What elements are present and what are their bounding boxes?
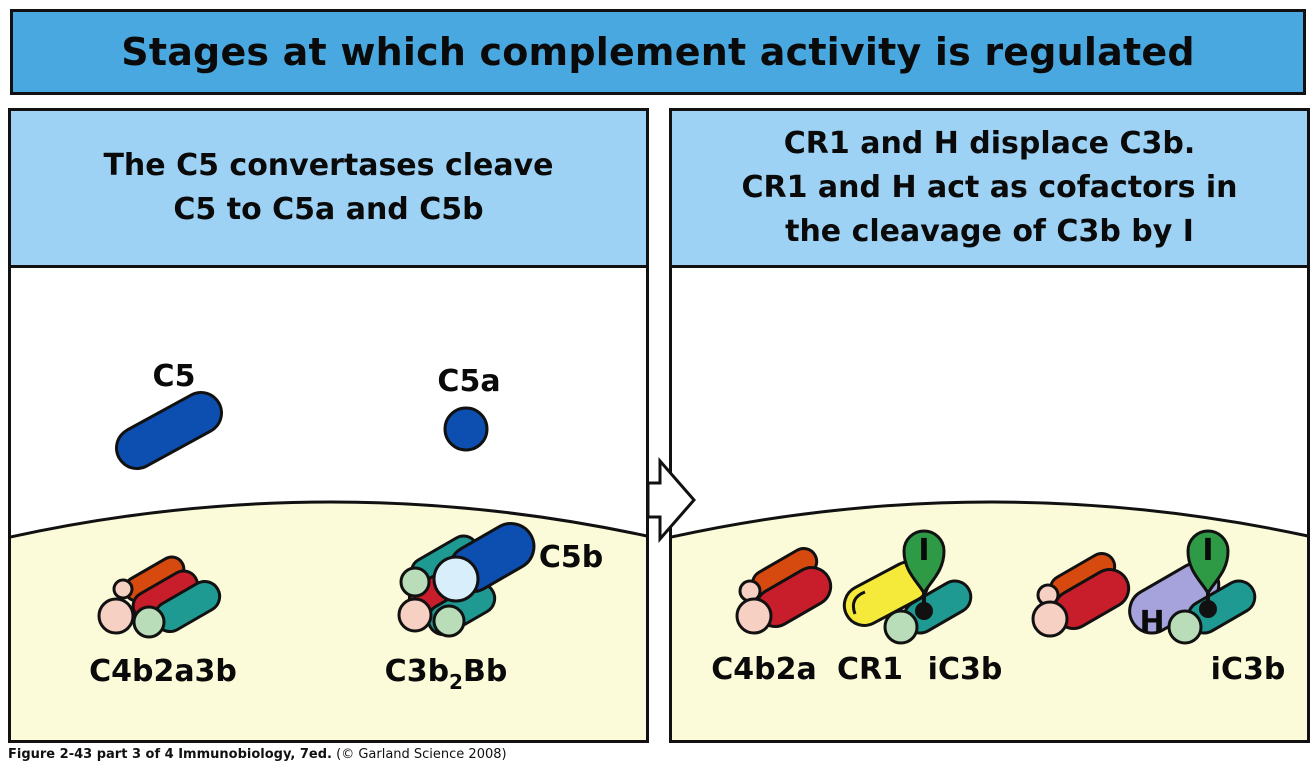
c5a-molecule	[443, 406, 489, 452]
right-heading-line-3: the cleavage of C3b by I	[785, 214, 1194, 249]
caption-bold: Figure 2-43 part 3 of 4 Immunobiology, 7…	[8, 747, 332, 762]
left-panel-illustration	[11, 391, 646, 740]
left-heading-line-1: The C5 convertases cleave	[103, 148, 554, 183]
c4b2a3b-complex	[97, 555, 222, 639]
left-panel: The C5 convertases cleave C5 to C5a and …	[8, 108, 649, 743]
page-title: Stages at which complement activity is r…	[121, 30, 1195, 74]
c4b2a-complex	[735, 547, 833, 635]
c3b2bb-complex	[397, 522, 536, 638]
factor-i-molecule-2	[1186, 529, 1230, 596]
cr1-ic3b-complex	[842, 529, 973, 645]
right-panel: CR1 and H displace C3b. CR1 and H act as…	[669, 108, 1310, 743]
right-heading-line-1: CR1 and H displace C3b.	[783, 126, 1196, 161]
left-panel-heading: The C5 convertases cleave C5 to C5a and …	[11, 111, 646, 268]
h-ic3b-complex	[1031, 529, 1257, 645]
right-panel-heading: CR1 and H displace C3b. CR1 and H act as…	[672, 111, 1307, 268]
right-heading-line-2: CR1 and H act as cofactors in	[741, 170, 1238, 205]
left-heading-line-2: C5 to C5a and C5b	[173, 192, 484, 227]
caption-credit: (© Garland Science 2008)	[331, 747, 507, 762]
factor-i-molecule	[902, 529, 946, 596]
right-panel-illustration	[672, 500, 1307, 740]
right-arrow-icon	[646, 456, 696, 544]
c5b-molecule	[432, 522, 536, 603]
cell-membrane	[672, 500, 1307, 740]
c5-molecule	[115, 391, 223, 470]
figure-caption: Figure 2-43 part 3 of 4 Immunobiology, 7…	[8, 747, 507, 762]
title-banner: Stages at which complement activity is r…	[10, 9, 1306, 95]
